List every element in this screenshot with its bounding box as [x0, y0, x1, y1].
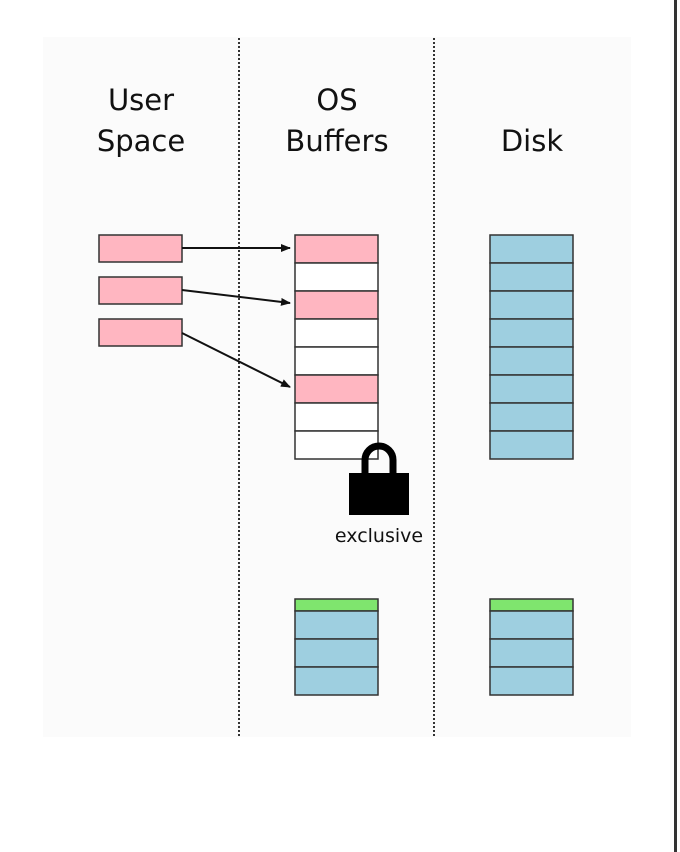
os-buffers-heading-line1: OS — [316, 83, 357, 117]
disk-block — [489, 234, 574, 264]
disk-heading: Disk — [501, 124, 563, 158]
write-arrow — [181, 289, 291, 306]
os-buffer-cell — [294, 430, 379, 460]
disk-block-synced — [489, 638, 574, 668]
os-buffer-cell-dirty — [294, 374, 379, 404]
disk-block — [489, 262, 574, 292]
os-buffer-cell-synced — [294, 610, 379, 640]
user-space-heading-line1: User — [108, 83, 174, 117]
user-buffer — [98, 234, 183, 263]
os-buffer-cell — [294, 318, 379, 348]
disk-block — [489, 374, 574, 404]
os-buffer-cell — [294, 402, 379, 432]
disk-flushed-marker — [489, 598, 574, 612]
os-buffer-cell-dirty — [294, 234, 379, 264]
os-buffer-cell-dirty — [294, 290, 379, 320]
disk-block — [489, 430, 574, 460]
os-buffer-cell — [294, 346, 379, 376]
user-buffer — [98, 318, 183, 347]
os-buffer-cell-synced — [294, 666, 379, 696]
os-buffers-heading-line2: Buffers — [285, 124, 388, 158]
user-buffer — [98, 276, 183, 305]
disk-block — [489, 318, 574, 348]
disk-block-synced — [489, 610, 574, 640]
os-buffer-cell-synced — [294, 638, 379, 668]
os-buffer-cell — [294, 262, 379, 292]
write-arrow — [181, 332, 291, 388]
window-edge — [674, 0, 677, 852]
user-space-heading-line2: Space — [97, 124, 185, 158]
disk-block — [489, 290, 574, 320]
disk-block — [489, 402, 574, 432]
os-flushed-marker — [294, 598, 379, 612]
disk-block-synced — [489, 666, 574, 696]
padlock-icon — [349, 442, 409, 515]
exclusive-label: exclusive — [335, 525, 423, 547]
disk-block — [489, 346, 574, 376]
